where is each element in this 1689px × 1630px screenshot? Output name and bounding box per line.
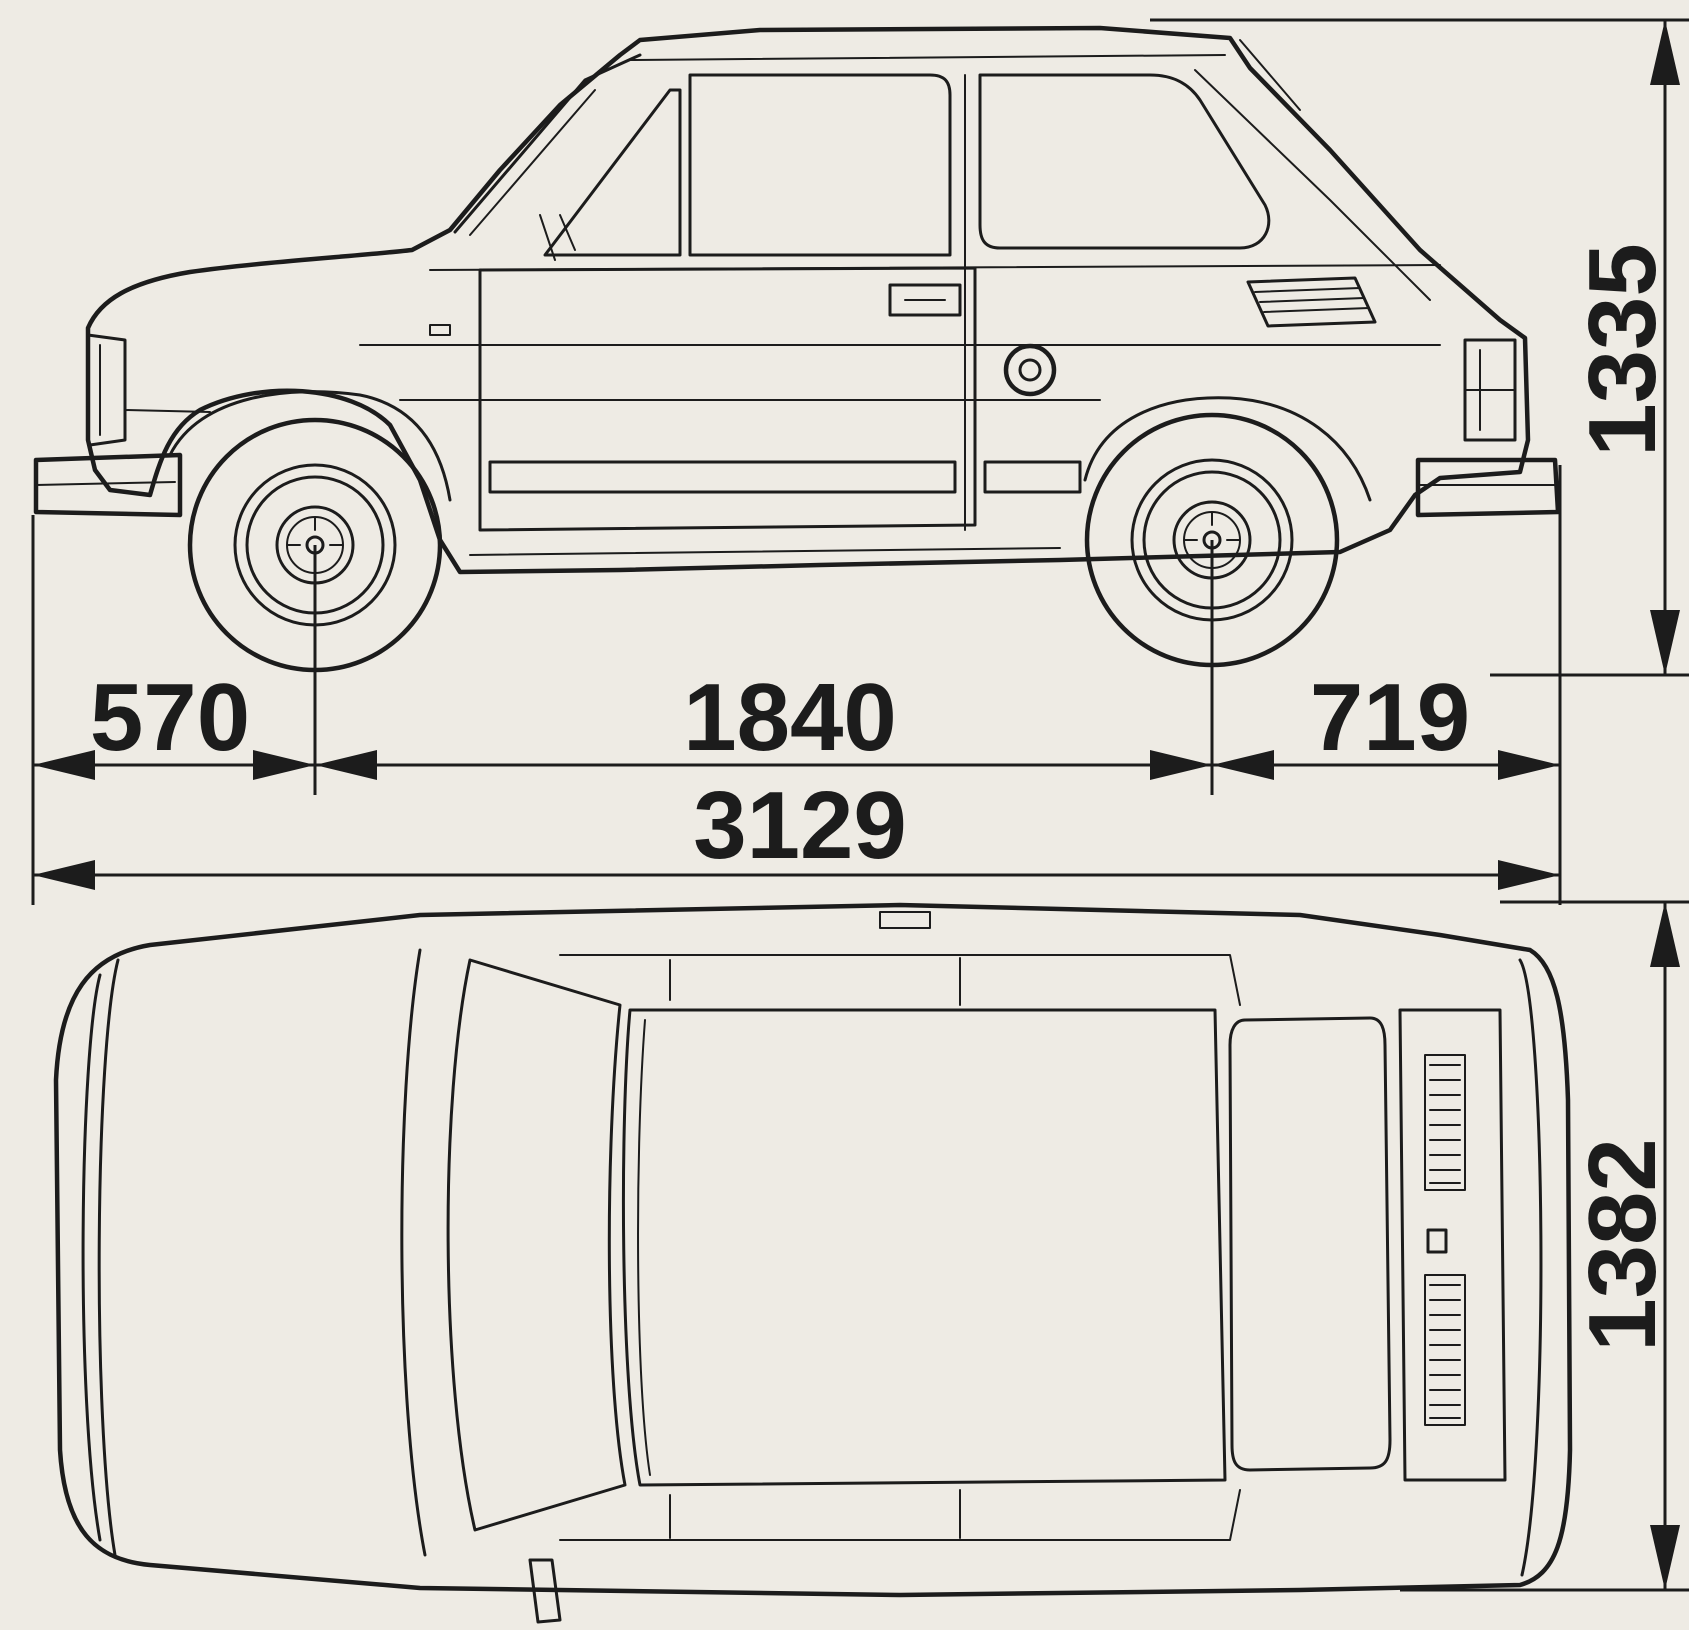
dim-overall-length: 3129 [693,772,907,879]
door-handle [888,283,962,317]
tail-light [1463,338,1517,442]
rear-window-top [1228,1016,1392,1472]
rear-quarter-window [978,73,1271,250]
dim-rear-overhang: 719 [1310,664,1470,771]
engine-vents [1424,1054,1466,1426]
side-view [33,25,1561,673]
dim-height: 1335 [1569,243,1676,457]
windshield-top [446,958,627,1532]
side-trim [488,460,957,494]
dim-front-overhang: 570 [90,664,250,771]
dim-wheelbase: 1840 [683,664,897,771]
headlight [86,333,127,447]
door-window [688,73,952,257]
top-view [53,902,1573,1624]
top-body-outline [53,902,1573,1598]
dimension-lines [31,18,1689,1592]
side-body-outline [85,25,1531,575]
rear-bumper [1415,457,1561,518]
fuel-cap [1003,343,1057,397]
front-window [543,88,682,257]
front-bumper [33,452,183,518]
roof-panel [621,1008,1227,1487]
dim-width: 1382 [1569,1138,1676,1352]
engine-vent [1246,276,1377,328]
engine-lid [1398,1008,1507,1482]
side-mirror [528,1558,562,1624]
